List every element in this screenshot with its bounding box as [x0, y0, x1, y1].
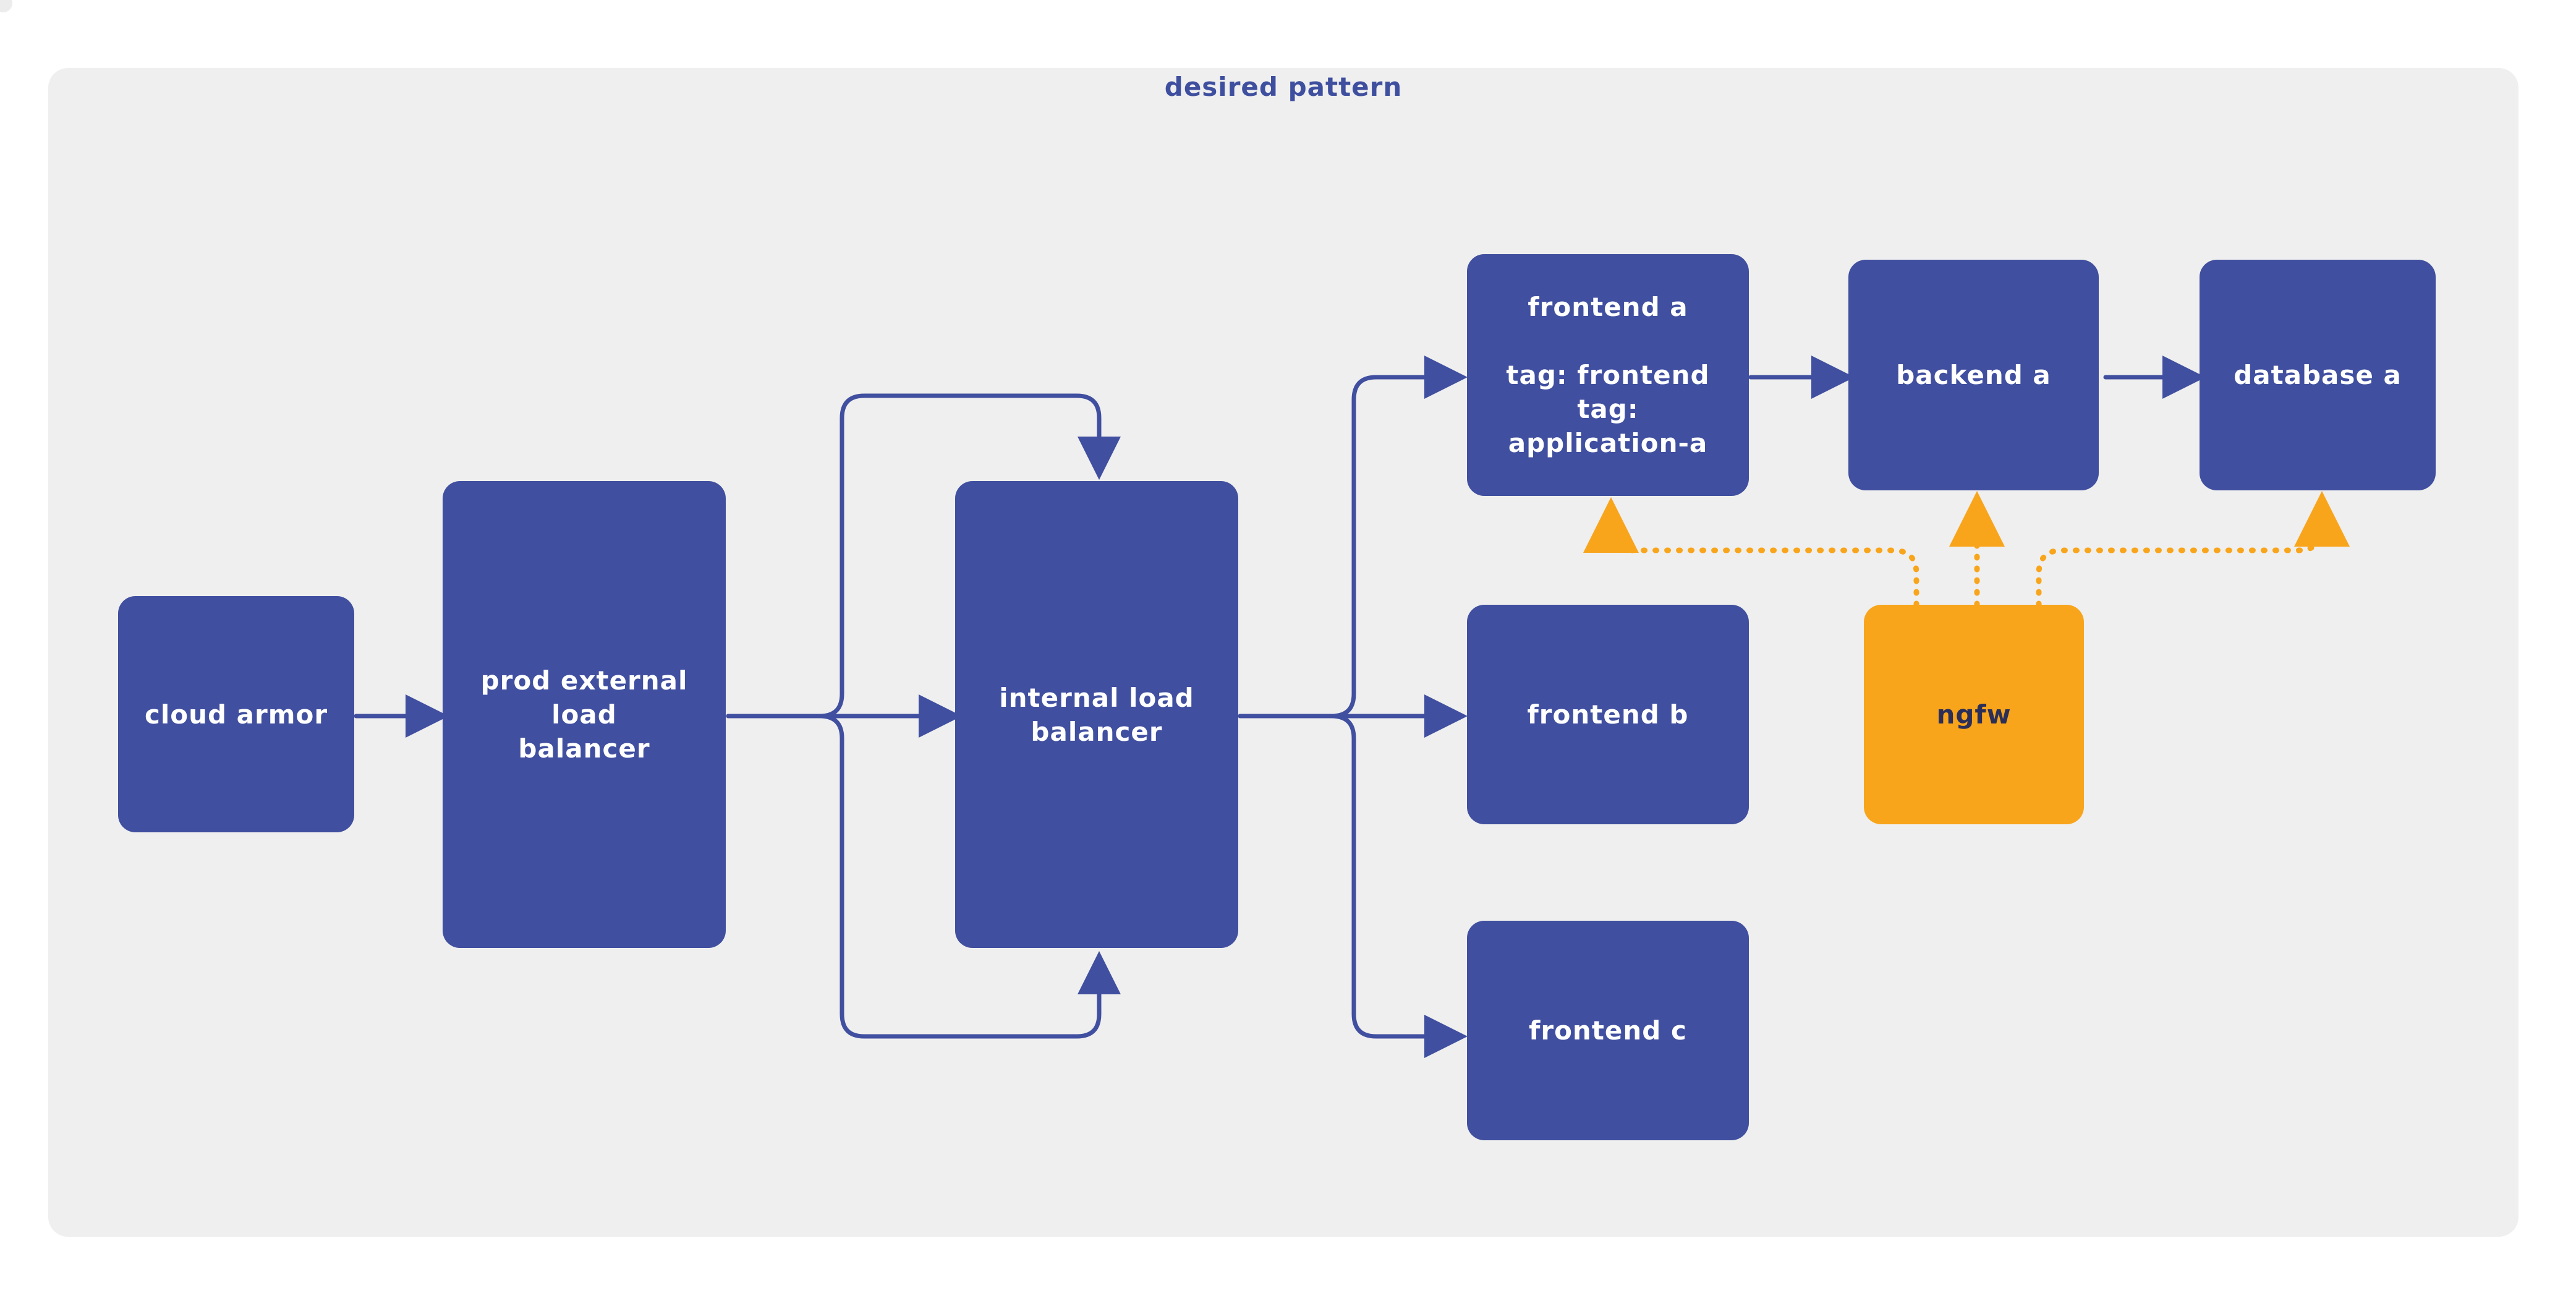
- node-frontend-a[interactable]: frontend a tag: frontend tag: applicatio…: [1467, 254, 1749, 496]
- node-prod-external-load-balancer[interactable]: prod external load balancer: [443, 481, 726, 948]
- node-cloud-armor[interactable]: cloud armor: [118, 596, 354, 832]
- edge-prod-elb-to-internal-lb-bottom: [817, 714, 1121, 1039]
- node-ngfw[interactable]: ngfw: [1864, 605, 2084, 824]
- node-frontend-b[interactable]: frontend b: [1467, 605, 1749, 824]
- edge-ngfw-to-database-a: [2036, 491, 2350, 608]
- node-backend-a[interactable]: backend a: [1848, 260, 2099, 490]
- edge-ngfw-to-frontend-a: [1583, 497, 1919, 608]
- edge-internal-lb-to-frontend-c: [1329, 714, 1468, 1058]
- edge-prod-elb-to-internal-lb-top: [726, 393, 1121, 719]
- node-frontend-c[interactable]: frontend c: [1467, 921, 1749, 1140]
- frame-title: desired pattern: [1164, 72, 1403, 102]
- node-database-a[interactable]: database a: [2200, 260, 2436, 490]
- corner-handle: [0, 0, 12, 12]
- node-internal-load-balancer[interactable]: internal load balancer: [955, 481, 1238, 948]
- edge-internal-lb-to-frontend-a: [1238, 356, 1468, 719]
